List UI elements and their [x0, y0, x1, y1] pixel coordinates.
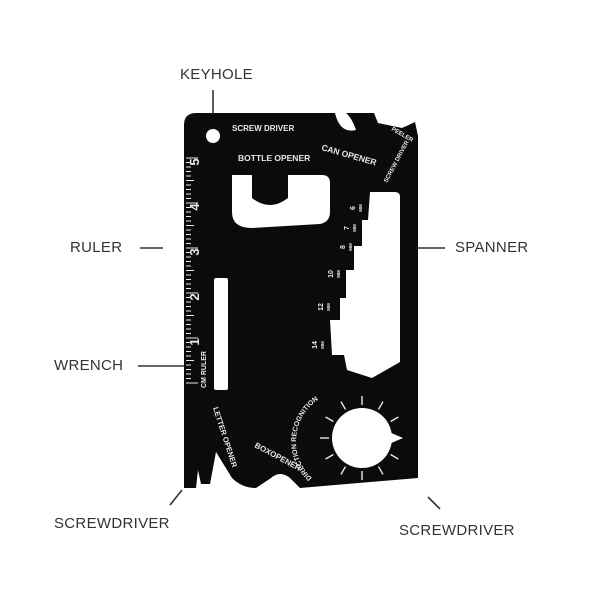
compass-tick	[325, 416, 334, 423]
spanner-size-value: 10	[328, 270, 335, 278]
spanner-size-unit: MM	[352, 224, 357, 232]
can-opener-hook	[335, 113, 356, 131]
wrench-slot	[214, 278, 228, 390]
screwdriver-left-callout: SCREWDRIVER	[54, 515, 170, 532]
spanner-size-value: 14	[312, 341, 319, 349]
compass-tick	[325, 453, 334, 460]
ruler-number: 3	[187, 248, 202, 255]
spanner-size-unit: MM	[336, 270, 341, 278]
compass-tick	[390, 416, 399, 423]
keyhole-callout: KEYHOLE	[180, 66, 253, 83]
spanner-cutout	[330, 192, 400, 378]
screwdriver-left-leader	[169, 489, 183, 506]
ruler-number: 2	[187, 293, 202, 300]
ruler-callout: RULER	[70, 239, 123, 256]
cm-ruler-label: CM RULER	[201, 351, 208, 388]
bottle-opener-label: BOTTLE OPENER	[238, 153, 310, 163]
ruler-number: 1	[187, 338, 202, 345]
keyhole	[206, 129, 220, 143]
ruler-number: 5	[187, 158, 202, 165]
spanner-size-value: 6	[350, 206, 357, 210]
spanner-size-value: 7	[344, 226, 351, 230]
spanner-size-unit: MM	[348, 243, 353, 251]
screw-driver-label: SCREW DRIVER	[232, 124, 294, 133]
spanner-callout: SPANNER	[455, 239, 529, 256]
spanner-size-value: 8	[340, 245, 347, 249]
spanner-size-unit: MM	[358, 204, 363, 212]
wrench-callout: WRENCH	[54, 357, 124, 374]
screwdriver-right-callout: SCREWDRIVER	[399, 522, 515, 539]
compass-tick	[340, 466, 347, 475]
bottle-opener-cutout	[232, 175, 330, 228]
screwdriver-right-leader	[427, 496, 441, 510]
spanner-size-unit: MM	[320, 341, 325, 349]
ruler-scale: 5 4 3 2 1	[186, 157, 202, 384]
compass-tick	[377, 466, 384, 475]
spanner-size-unit: MM	[326, 303, 331, 311]
compass-tick	[340, 401, 347, 410]
ruler-number: 4	[187, 203, 202, 211]
spanner-size-value: 12	[318, 303, 325, 311]
compass-tick	[390, 453, 399, 460]
compass-tick	[377, 401, 384, 410]
direction-compass	[320, 396, 403, 480]
